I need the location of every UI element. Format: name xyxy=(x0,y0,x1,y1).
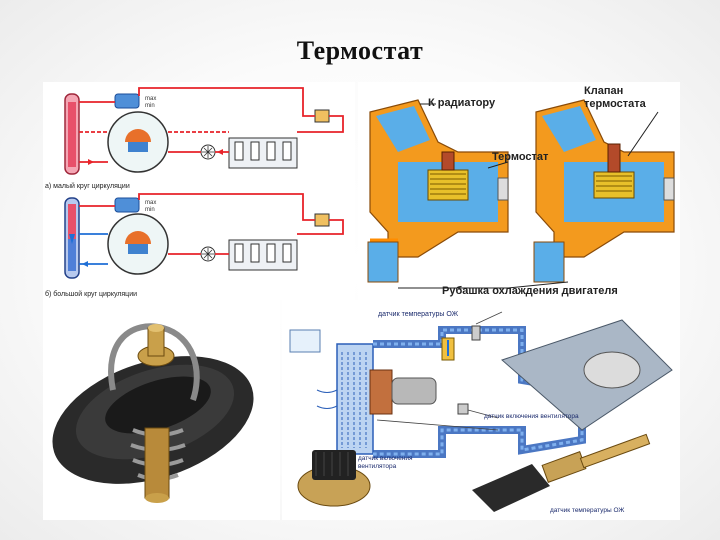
large-circuit-caption: б) большой круг циркуляции xyxy=(45,290,137,298)
valve-label-line2: термостата xyxy=(584,98,647,110)
thermostat-label: Термостат xyxy=(492,151,549,163)
small-circuit-diagram: max min а) малый круг циркуляции xyxy=(45,87,344,190)
small-circuit-caption: а) малый круг циркуляции xyxy=(45,182,130,190)
valve-label-line1: Клапан xyxy=(584,85,623,97)
fan-switch-label: датчик включения вентилятора xyxy=(484,413,579,420)
coolant-jacket-label: Рубашка охлаждения двигателя xyxy=(442,285,618,297)
coolant-temp-sensor-photo xyxy=(472,433,651,512)
level-min-label-b: min xyxy=(145,207,155,213)
circulation-circuits-diagram: max min а) малый круг циркуляции max min xyxy=(43,82,355,300)
fan-switch-photo-label-line1: датчик включения xyxy=(358,455,413,462)
to-radiator-label: К радиатору xyxy=(428,97,496,109)
level-min-label: min xyxy=(145,103,155,109)
slide-title: Термостат xyxy=(296,36,424,65)
coolant-temp-sensor-photo-label: датчик температуры ОЖ xyxy=(550,507,624,514)
thermostat-open-cutaway xyxy=(533,99,675,283)
large-circuit-diagram: max min б) большой круг циркуляции xyxy=(45,193,344,298)
thermostat-cutaway-diagram: К радиатору Клапан термостата Термостат … xyxy=(358,82,680,300)
level-max-label: max xyxy=(145,96,156,102)
fan-switch-photo-label-line2: вентилятора xyxy=(358,463,397,470)
thermostat-closed-cutaway xyxy=(367,99,509,283)
level-max-label-b: max xyxy=(145,200,156,206)
coolant-temp-sensor-label-top: датчик температуры ОЖ xyxy=(378,311,459,318)
fan-switch-sensor-photo xyxy=(297,450,371,507)
thermostat-photo xyxy=(43,300,280,520)
cooling-system-diagram: датчик температуры ОЖ датчик включения в… xyxy=(282,300,680,520)
